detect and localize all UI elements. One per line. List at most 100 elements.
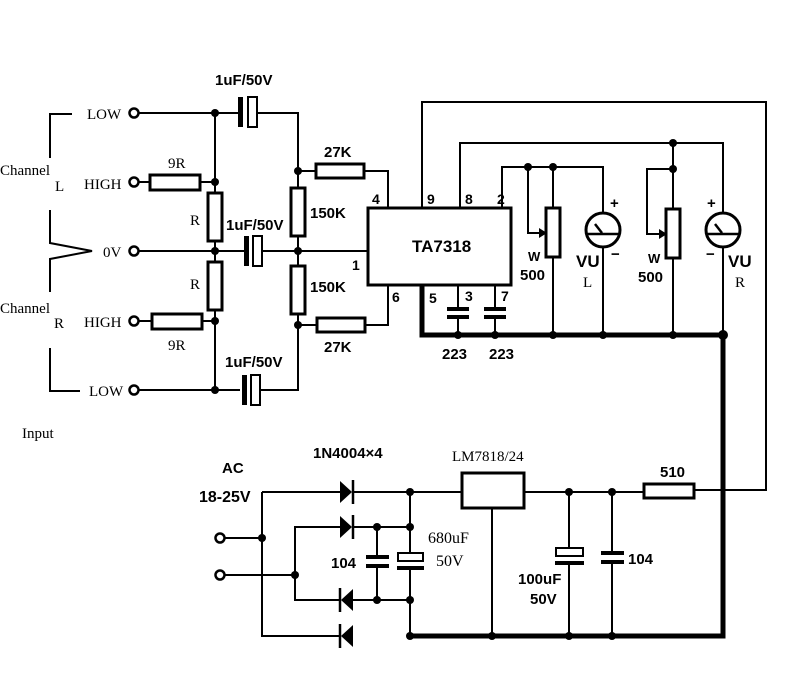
ic-pin-9: 9 xyxy=(427,191,435,207)
potentiometer-left-value: 500 xyxy=(520,267,545,284)
capacitor-1uf-center xyxy=(244,235,370,267)
vu-right-minus: − xyxy=(706,246,715,263)
resistor-510 xyxy=(642,482,696,500)
channel-right-label: Channel xyxy=(0,301,50,317)
capacitor-223-pin3-label: 223 xyxy=(442,346,467,363)
capacitor-100uf xyxy=(555,547,584,565)
junction xyxy=(258,534,266,542)
input-title: Input xyxy=(22,426,54,442)
ic-ta7318 xyxy=(366,206,513,287)
junction xyxy=(211,247,219,255)
capacitor-100uf-value: 100uF xyxy=(518,571,561,588)
capacitor-680uf-voltage: 50V xyxy=(436,553,464,570)
ac-terminal-1[interactable] xyxy=(214,532,226,544)
resistor-150k-top xyxy=(289,186,307,238)
resistor-150k-bottom-label: 150K xyxy=(310,279,346,296)
potentiometer-right[interactable] xyxy=(646,143,682,335)
ic-pin-4: 4 xyxy=(372,191,380,207)
capacitor-1uf-bottom-label: 1uF/50V xyxy=(225,354,283,371)
terminal-label-left-low: LOW xyxy=(87,107,122,123)
wire xyxy=(294,526,340,601)
channel-left-label: Channel xyxy=(0,163,50,179)
capacitor-1uf-center-label: 1uF/50V xyxy=(226,217,284,234)
channel-bracket xyxy=(49,113,93,392)
input-terminal-right-low[interactable] xyxy=(128,384,140,396)
ac-terminal-2[interactable] xyxy=(214,569,226,581)
junction xyxy=(524,163,532,171)
ic-pin-3: 3 xyxy=(465,288,473,304)
vu-meter-right xyxy=(704,211,742,335)
wire xyxy=(364,170,389,208)
diode-4 xyxy=(338,624,353,648)
junction xyxy=(488,632,496,640)
bridge-label: 1N4004×4 xyxy=(313,445,383,462)
input-terminal-common[interactable] xyxy=(128,245,140,257)
resistor-9r-right-label: 9R xyxy=(168,338,186,354)
resistor-9r-left xyxy=(148,173,202,192)
junction xyxy=(406,523,414,531)
ac-range-label: 18-25V xyxy=(199,489,251,506)
regulator-lm7818 xyxy=(460,471,526,510)
junction xyxy=(211,178,219,186)
junction xyxy=(549,163,557,171)
vu-right-side: R xyxy=(735,275,745,291)
vu-right-plus: + xyxy=(707,195,716,212)
resistor-510-label: 510 xyxy=(660,464,685,481)
vu-left-plus: + xyxy=(610,195,619,212)
junction xyxy=(669,331,677,339)
wire-pin8 xyxy=(459,142,724,213)
terminal-label-right-low: LOW xyxy=(89,384,124,400)
junction xyxy=(373,596,381,604)
junction xyxy=(608,632,616,640)
junction xyxy=(406,488,414,496)
diode-1 xyxy=(340,480,355,504)
potentiometer-left[interactable] xyxy=(527,167,562,335)
resistor-150k-bottom xyxy=(289,264,307,316)
junction xyxy=(565,488,573,496)
potentiometer-right-value: 500 xyxy=(638,269,663,286)
diode-2 xyxy=(340,515,355,539)
capacitor-680uf xyxy=(397,552,424,570)
ic-pin-5: 5 xyxy=(429,290,437,306)
resistor-27k-bottom-label: 27K xyxy=(324,339,352,356)
junction xyxy=(549,331,557,339)
resistor-150k-top-label: 150K xyxy=(310,205,346,222)
regulator-label: LM7818/24 xyxy=(452,449,524,465)
capacitor-104-output xyxy=(601,551,624,564)
junction xyxy=(669,165,677,173)
junction xyxy=(294,321,302,329)
ic-pin-6: 6 xyxy=(392,289,400,305)
input-terminal-left-low[interactable] xyxy=(128,107,140,119)
ac-label: AC xyxy=(222,460,244,477)
vu-right-label: VU xyxy=(728,252,752,271)
ic-pin-8: 8 xyxy=(465,191,473,207)
junction xyxy=(211,109,219,117)
junction xyxy=(294,247,302,255)
resistor-r-left xyxy=(206,191,224,243)
resistor-27k-top xyxy=(314,162,366,180)
junction xyxy=(669,139,677,147)
vu-left-side: L xyxy=(583,275,592,291)
ic-pin-1: 1 xyxy=(352,257,360,273)
capacitor-104-input-label: 104 xyxy=(331,555,357,572)
vu-meter-left xyxy=(584,211,622,335)
resistor-27k-bottom xyxy=(315,316,367,334)
capacitor-1uf-top xyxy=(238,96,299,171)
junction xyxy=(565,632,573,640)
terminal-label-left-high: HIGH xyxy=(84,177,122,193)
input-terminal-right-high[interactable] xyxy=(128,315,140,327)
junction xyxy=(406,632,414,640)
resistor-r-right xyxy=(206,260,224,312)
capacitor-104-output-label: 104 xyxy=(628,551,654,568)
junction xyxy=(406,596,414,604)
resistor-r-right-label: R xyxy=(190,277,200,293)
diode-3 xyxy=(338,588,353,612)
input-terminal-left-high[interactable] xyxy=(128,176,140,188)
resistor-27k-top-label: 27K xyxy=(324,144,352,161)
junction xyxy=(491,331,499,339)
terminal-label-common: 0V xyxy=(103,245,122,261)
junction xyxy=(294,167,302,175)
junction xyxy=(373,523,381,531)
resistor-9r-right xyxy=(150,312,204,331)
